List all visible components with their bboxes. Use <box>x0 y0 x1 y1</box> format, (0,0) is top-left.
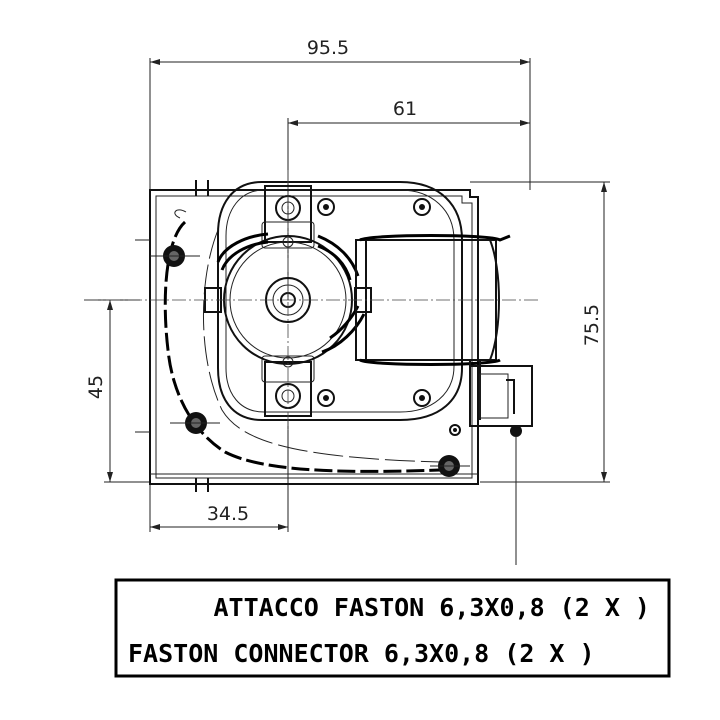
label-line-italian: ATTACCO FASTON 6,3X0,8 (2 X ) <box>214 593 651 622</box>
dim-label-95-5: 95.5 <box>307 37 349 59</box>
dim-label-75-5: 75.5 <box>581 304 603 346</box>
dim-label-61: 61 <box>393 98 417 120</box>
volute-scroll <box>163 209 441 473</box>
dimension-shaft-height: 45 <box>84 299 150 483</box>
center-lines <box>84 170 540 430</box>
dimension-height: 75.5 <box>470 181 610 483</box>
dim-label-34-5: 34.5 <box>207 503 249 525</box>
connector-label-box: ATTACCO FASTON 6,3X0,8 (2 X ) FASTON CON… <box>114 578 671 678</box>
dimension-overall-width: 95.5 <box>149 37 531 190</box>
housing <box>135 180 479 492</box>
screw-bottom-right <box>430 455 470 477</box>
motor-frame <box>217 181 463 421</box>
mount-hole <box>317 389 335 407</box>
screw-top-left <box>150 245 200 267</box>
dimension-shaft-offset: 34.5 <box>149 420 289 532</box>
faston-connector <box>469 365 533 565</box>
coil-top-left <box>216 232 269 271</box>
screw-bottom-left <box>170 412 220 434</box>
winding-spool <box>355 234 511 420</box>
dim-label-45: 45 <box>85 375 107 399</box>
mount-hole <box>317 198 335 216</box>
small-hole <box>449 424 461 436</box>
mount-hole <box>413 389 431 407</box>
label-line-english: FASTON CONNECTOR 6,3X0,8 (2 X ) <box>128 639 595 668</box>
mount-hole <box>413 198 431 216</box>
